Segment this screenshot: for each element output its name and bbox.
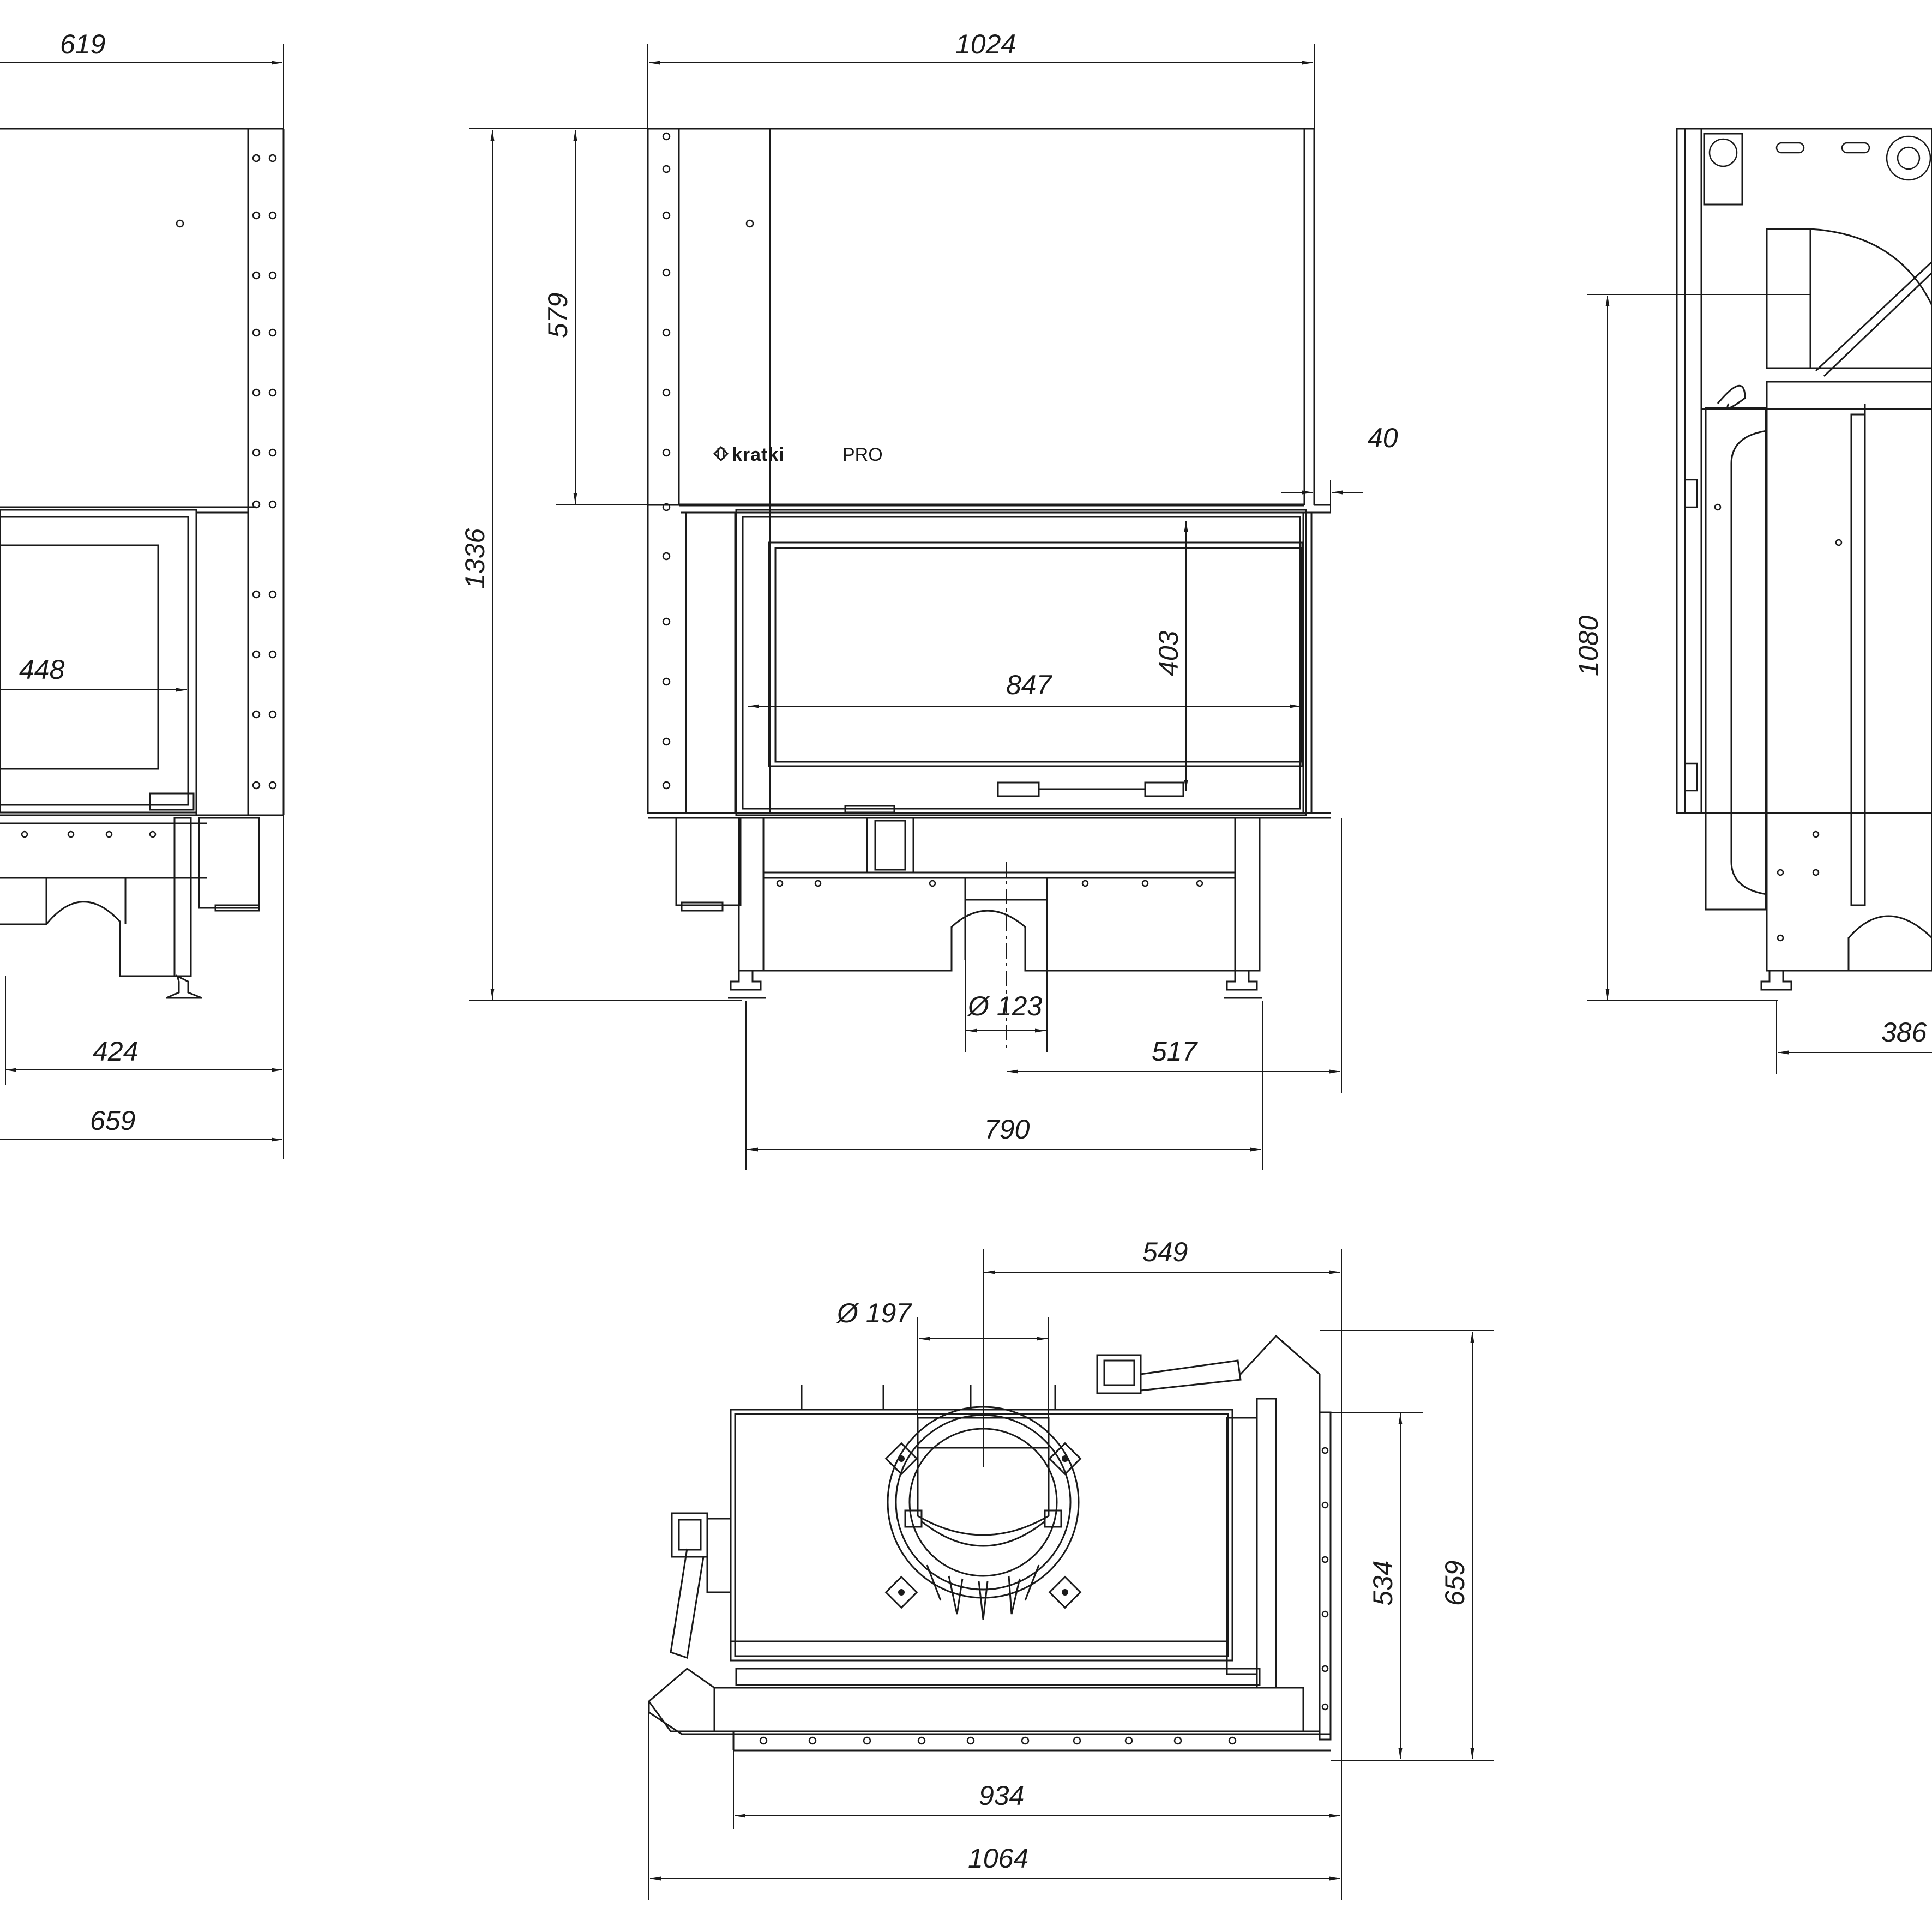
dim-left-glass-width: 448: [19, 654, 65, 685]
dim-left-top-width: 619: [60, 29, 105, 59]
rivet-column-front: [662, 132, 671, 790]
dim-top-flue-diameter: Ø 197: [836, 1298, 912, 1328]
dim-front-glass-width: 847: [1006, 670, 1053, 700]
dim-top-inner-width: 934: [979, 1780, 1024, 1811]
dim-front-overall-width: 1024: [955, 29, 1016, 59]
dim-front-feet-spacing: 790: [984, 1114, 1030, 1145]
logo-suffix: PRO: [842, 444, 883, 465]
dim-top-outer-width: 1064: [968, 1843, 1028, 1874]
dim-front-upper-height: 579: [543, 293, 573, 338]
dim-top-outer-depth: 659: [1440, 1561, 1470, 1606]
dim-top-inner-depth: 534: [1368, 1561, 1398, 1606]
top-view: [647, 1334, 1332, 1752]
dim-left-base-outer: 659: [90, 1105, 135, 1136]
dim-front-flue-offset: 517: [1152, 1036, 1199, 1067]
front-view: kratki PRO: [647, 128, 1331, 1052]
dim-right-flue-axis-height: 1080: [1573, 616, 1604, 676]
rivet-row-bottom: [759, 1447, 1329, 1745]
dim-top-flue-offset: 549: [1142, 1237, 1188, 1267]
right-dimensions: 1080 386: [1573, 294, 1932, 1074]
left-dimensions: 619 448 424 659: [0, 29, 284, 1159]
top-dimensions: 549 Ø 197 534 659 934 1064: [648, 1237, 1494, 1900]
dim-front-glass-height: 403: [1153, 630, 1184, 676]
flange-tabs: [884, 1442, 1082, 1609]
right-side-view: [1676, 128, 1932, 991]
rivet-column-left: [252, 154, 277, 790]
front-dimensions: 1024 1336 579 40 847 403 Ø 123 517: [460, 29, 1398, 1170]
dim-front-overall-height: 1336: [460, 528, 490, 589]
dim-right-depth: 386: [1881, 1017, 1927, 1048]
logo-text: kratki: [732, 444, 785, 465]
dim-front-side-offset: 40: [1368, 423, 1398, 453]
kratki-logo: kratki PRO: [713, 444, 883, 465]
dim-left-base-inner: 424: [93, 1036, 138, 1067]
dim-front-flue-diameter: Ø 123: [967, 991, 1042, 1021]
left-side-view: [0, 128, 285, 999]
